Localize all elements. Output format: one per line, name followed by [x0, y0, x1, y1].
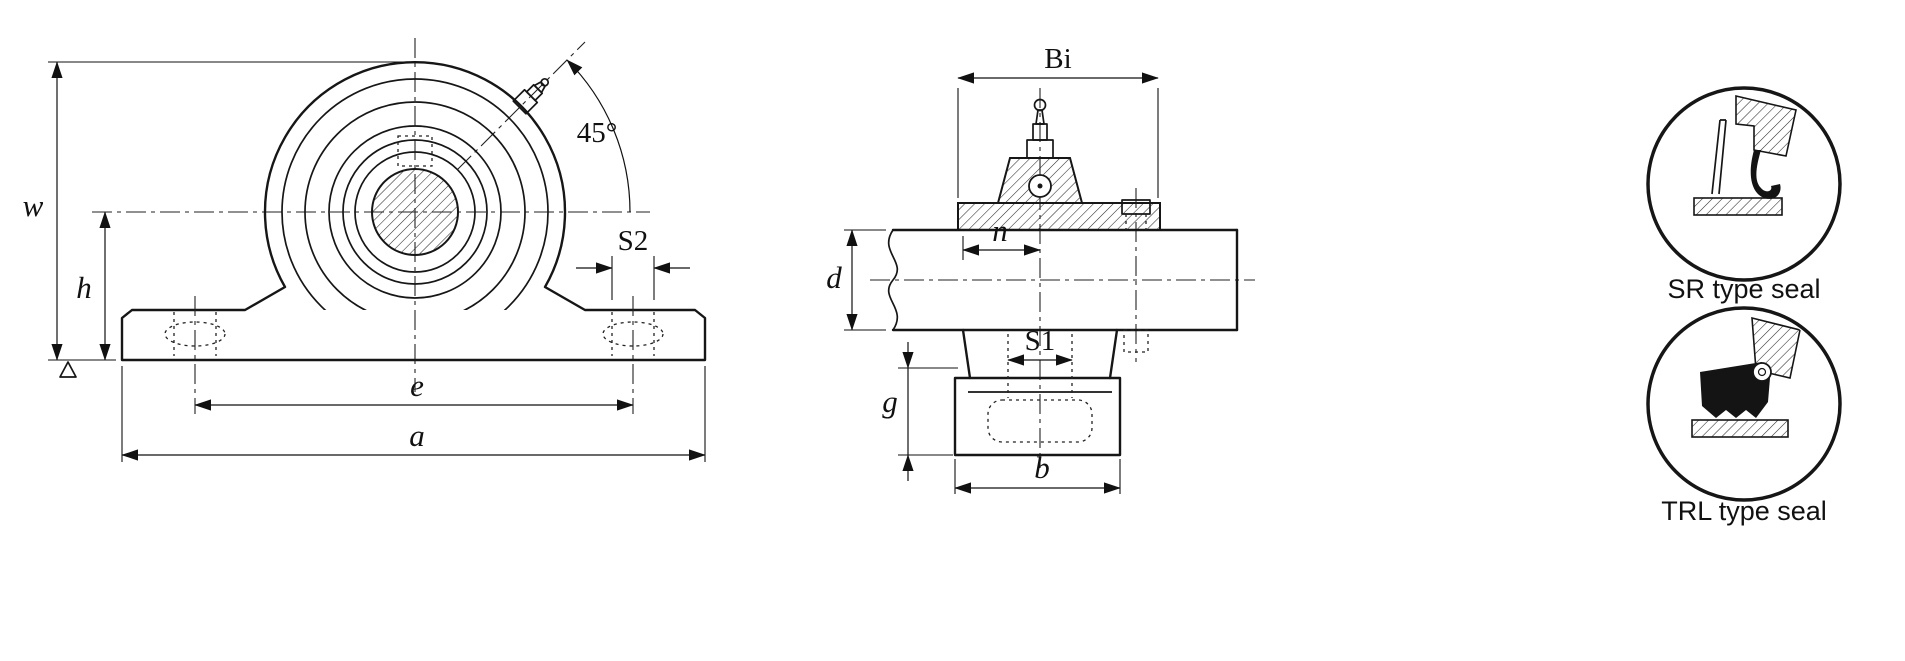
- dimension-a: a: [121, 366, 706, 462]
- front-view: w h e a S2 45: [23, 38, 707, 462]
- shaft-break-line: [887, 229, 899, 331]
- seal-detail-sr: SR type seal: [1646, 86, 1842, 304]
- dimension-s1: S1: [1007, 325, 1073, 366]
- shaft-bore-section: [371, 168, 459, 256]
- side-view: Bi n d S1 g: [826, 43, 1255, 494]
- grease-cap: [996, 98, 1084, 204]
- dim-label-s2: S2: [618, 225, 649, 257]
- trl-seal-body: [1700, 362, 1770, 418]
- dimension-s2: S2: [576, 225, 690, 300]
- trl-seal-caption: TRL type seal: [1661, 496, 1827, 526]
- sr-seal-section: [1693, 94, 1797, 216]
- dim-label-s1: S1: [1025, 325, 1056, 357]
- dimension-b: b: [954, 450, 1121, 494]
- dimension-w: w: [23, 61, 408, 361]
- dimension-bi: Bi: [957, 43, 1159, 198]
- seal-detail-trl: TRL type seal: [1646, 306, 1842, 526]
- datum-triangle: [59, 361, 77, 378]
- dim-label-g: g: [882, 384, 898, 419]
- dim-label-b: b: [1034, 450, 1050, 485]
- dim-label-e: e: [410, 368, 424, 403]
- trl-seal-section: [1691, 316, 1801, 438]
- grease-fitting: [512, 77, 550, 115]
- dim-label-d: d: [826, 260, 842, 295]
- dimension-g: g: [882, 342, 958, 481]
- grease-nipple-tip: [1033, 98, 1047, 112]
- sr-seal-lip: [1750, 150, 1781, 199]
- inner-ring-circle: [354, 151, 476, 273]
- dim-label-n: n: [992, 213, 1008, 248]
- trl-shaft-hatch: [1691, 419, 1789, 438]
- base-bolt-slots: [164, 296, 664, 414]
- bearing-section-band: [957, 202, 1161, 231]
- housing-outline: [120, 60, 707, 362]
- sr-shaft-hatch: [1693, 197, 1783, 216]
- dimension-h: h: [59, 211, 111, 378]
- setscrew-hidden-outline: [397, 135, 433, 167]
- seal-groove-circle: [342, 139, 488, 285]
- dim-label-h: h: [76, 270, 92, 305]
- sr-detail-circle: [1646, 86, 1842, 282]
- dim-label-bi: Bi: [1044, 43, 1071, 75]
- dimension-n: n: [962, 213, 1041, 260]
- dim-label-a: a: [409, 418, 425, 453]
- sr-slinger: [1711, 119, 1727, 195]
- dimension-e: e: [194, 368, 634, 411]
- dim-label-45deg: 45°: [577, 117, 618, 149]
- housing-base-section: [953, 328, 1122, 457]
- sr-seal-caption: SR type seal: [1667, 274, 1820, 304]
- dim-label-w: w: [23, 188, 44, 223]
- trl-garter-spring: [1752, 362, 1772, 382]
- dimension-d: d: [826, 229, 886, 331]
- dimension-45deg: 45°: [566, 59, 631, 213]
- housing-rings: [281, 78, 549, 310]
- bearing-outer-ring: [328, 125, 502, 299]
- setscrew: [1121, 199, 1151, 353]
- grease-fitting-centerline-45: [456, 41, 586, 171]
- base-slot-hidden: [987, 399, 1093, 443]
